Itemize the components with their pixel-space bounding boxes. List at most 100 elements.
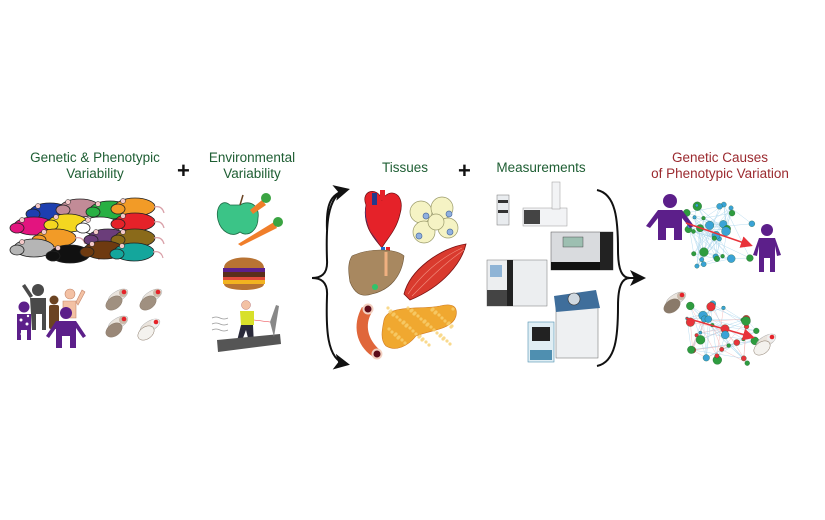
pancreas-cell: [391, 313, 395, 317]
pancreas-cell: [432, 328, 436, 332]
pancreas-cell: [448, 342, 452, 346]
pancreas-cell: [416, 314, 420, 318]
mouse-icon: [45, 244, 100, 264]
network-node: [746, 254, 754, 262]
mice-strains-group: [9, 197, 165, 264]
pancreas-cell: [422, 320, 426, 324]
flies-group: [105, 288, 163, 341]
fly-icon: [137, 318, 161, 341]
fly-icon: [753, 333, 777, 356]
pancreas-cell: [390, 330, 394, 334]
genetic-causes-title: Genetic Causes of Phenotypic Variation: [635, 150, 805, 182]
environmental-variability-title: Environmental Variability: [198, 150, 306, 182]
network-node: [720, 254, 725, 259]
genetic-variability-title: Genetic & Phenotypic Variability: [20, 150, 170, 182]
network-node: [695, 335, 706, 345]
pancreas-cell: [443, 319, 447, 323]
pancreas-cell: [419, 317, 423, 321]
pancreas-cell: [446, 322, 450, 326]
network-node: [698, 330, 703, 335]
human-population-group: [17, 284, 86, 348]
liver-icon: [348, 249, 405, 296]
person-icon: [22, 284, 46, 330]
fly-icon: [105, 288, 129, 311]
network-node: [692, 215, 697, 220]
blood-vessel-icon: [356, 303, 383, 360]
red-arrow: [685, 222, 753, 248]
fly-icon: [105, 315, 129, 338]
network-edge: [721, 320, 747, 350]
network-node: [744, 360, 750, 366]
pancreas-icon: [381, 304, 457, 349]
heart-icon: [364, 190, 402, 252]
fly-network-graph: [685, 300, 760, 366]
network-edge: [723, 307, 743, 321]
network-node: [714, 353, 720, 359]
mass-spectrometer-icon: [554, 290, 600, 359]
network-node: [721, 330, 730, 340]
pancreas-cell: [412, 312, 416, 316]
title-line: Genetic Causes: [671, 150, 769, 165]
pancreas-cell: [440, 316, 444, 320]
title-line: Genetic & Phenotypic: [30, 150, 160, 165]
network-node: [733, 339, 741, 346]
network-edge: [689, 225, 715, 239]
title-line: Variability: [223, 166, 281, 181]
pancreas-cell: [437, 313, 441, 317]
pancreas-cell: [395, 315, 399, 319]
network-edge: [694, 217, 716, 257]
measurements-title: Measurements: [496, 160, 586, 175]
network-edge: [690, 303, 713, 350]
network-node: [728, 209, 736, 217]
pancreas-cell: [429, 325, 433, 329]
pancreas-cell: [406, 306, 410, 310]
pancreas-cell: [388, 310, 392, 314]
pancreas-cell: [445, 339, 449, 343]
pancreas-cell: [438, 334, 442, 338]
network-node: [702, 354, 710, 362]
person-icon: [17, 301, 31, 340]
network-node: [726, 343, 731, 348]
pancreas-cell: [417, 335, 421, 339]
pancreas-cell: [441, 337, 445, 341]
pancreas-cell: [427, 343, 431, 347]
pancreas-cell: [425, 323, 429, 327]
network-edge: [690, 322, 693, 351]
tissues-title: Tissues: [381, 160, 428, 175]
network-node: [719, 346, 725, 352]
network-edge: [690, 305, 744, 340]
pancreas-cell: [449, 325, 453, 329]
plus-operator: +: [177, 158, 190, 183]
network-node: [716, 203, 723, 210]
network-node: [699, 257, 705, 262]
network-node: [721, 226, 731, 236]
analyzer-icon: [486, 259, 548, 307]
lc-ms-instrument-icon: [496, 181, 568, 227]
pancreas-cell: [408, 326, 412, 330]
burger-icon: [223, 257, 265, 290]
treadmill-exercise-icon: [211, 300, 281, 352]
title-line: Variability: [66, 166, 124, 181]
person-icon: [46, 307, 86, 348]
network-edge: [712, 303, 747, 327]
pancreas-cell: [396, 336, 400, 340]
network-edge: [712, 324, 744, 359]
pancreas-cell: [401, 321, 405, 325]
network-node: [687, 345, 696, 354]
left-brace-arrows: [311, 189, 350, 370]
network-node: [691, 229, 696, 234]
network-edge: [730, 207, 752, 224]
mouse-icon: [109, 242, 164, 262]
network-edge: [688, 229, 723, 257]
network-node: [748, 220, 755, 227]
pancreas-cell: [386, 306, 390, 310]
network-node: [728, 205, 734, 211]
output-flies-group: [663, 291, 777, 356]
pancreas-cell: [411, 329, 415, 333]
pancreas-cell: [404, 324, 408, 328]
network-edge: [703, 212, 733, 219]
network-edge: [691, 340, 755, 350]
pancreas-cell: [435, 331, 439, 335]
network-edge: [712, 325, 722, 350]
network-node: [694, 263, 700, 269]
